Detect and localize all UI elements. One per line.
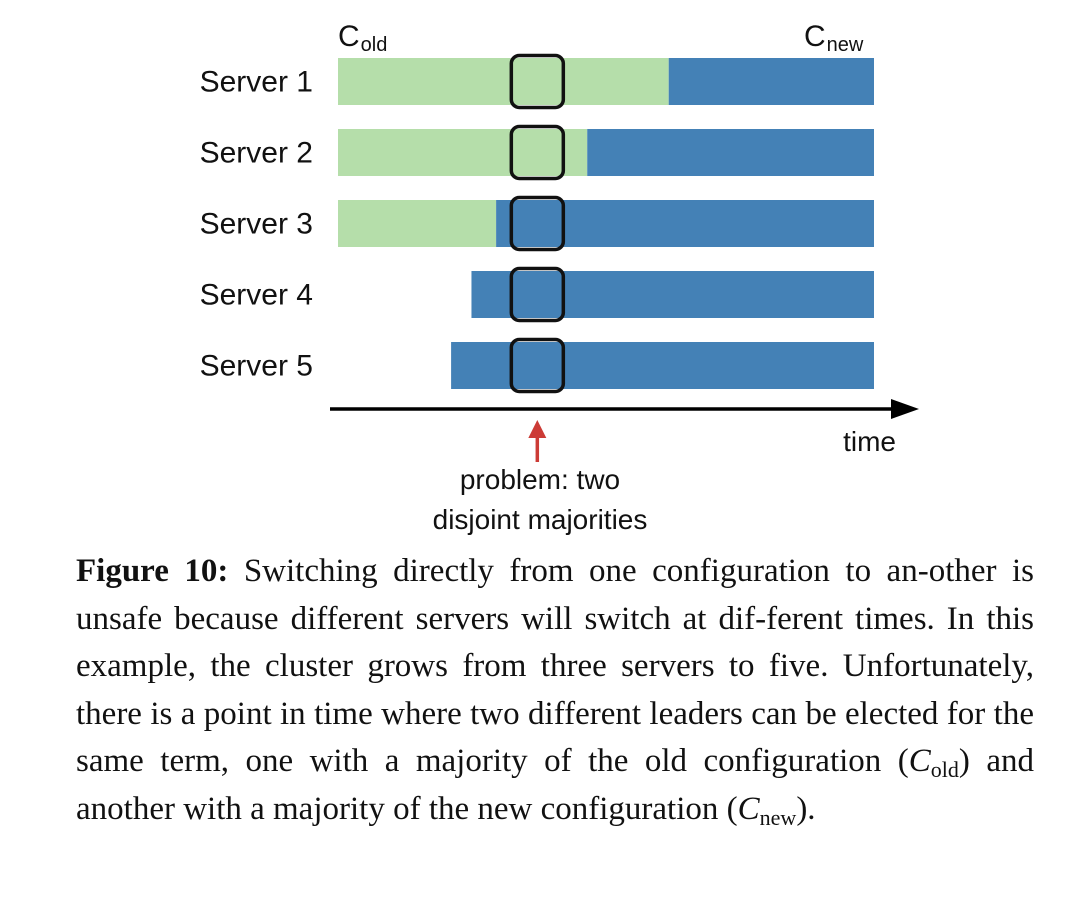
server-1-new-config-bar: [668, 58, 874, 105]
server-3-old-config-bar: [338, 200, 497, 247]
problem-box-server-3: [509, 195, 566, 252]
caption-text-1: Switching directly from one configuratio…: [76, 553, 1034, 780]
server-label-5: Server 5: [200, 350, 313, 383]
problem-window: [509, 53, 566, 394]
problem-box-server-2: [509, 124, 566, 181]
c-new-symbol: Cnew: [737, 790, 797, 830]
problem-label-line-1: problem: two: [460, 464, 620, 495]
c-old-symbol: Cold: [908, 743, 959, 783]
problem-label-line-2: disjoint majorities: [433, 504, 648, 535]
server-row-2: Server 2: [200, 129, 874, 176]
server-5-new-config-bar: [451, 342, 874, 389]
server-4-new-config-bar: [471, 271, 874, 318]
figure-caption: Figure 10: Switching directly from one c…: [76, 548, 1034, 834]
server-row-3: Server 3: [200, 200, 874, 247]
server-3-new-config-bar: [496, 200, 874, 247]
config-old-label: Cold: [338, 20, 387, 56]
server-label-2: Server 2: [200, 137, 313, 170]
problem-box-server-4: [509, 266, 566, 323]
problem-box-server-5: [509, 337, 566, 394]
server-2-new-config-bar: [587, 129, 874, 176]
time-axis-label: time: [843, 426, 896, 457]
caption-text-3: ).: [796, 790, 816, 827]
server-rows: Server 1 Server 2 Server 3 Server 4 Server 5: [200, 58, 874, 389]
server-label-1: Server 1: [200, 66, 313, 99]
time-axis: time: [330, 399, 919, 457]
server-row-4: Server 4: [200, 271, 874, 318]
config-new-label: Cnew: [804, 20, 864, 56]
server-row-1: Server 1: [200, 58, 874, 105]
time-axis-arrowhead: [891, 399, 919, 419]
server-2-old-config-bar: [338, 129, 588, 176]
server-row-5: Server 5: [200, 342, 874, 389]
problem-arrow-head: [528, 420, 547, 438]
caption-text-2: ) and another with a majority of the new…: [76, 743, 1034, 827]
figure-label: Figure 10:: [76, 553, 229, 589]
server-label-4: Server 4: [200, 279, 313, 312]
server-1-old-config-bar: [338, 58, 669, 105]
problem-arrow: [528, 420, 547, 462]
problem-box-server-1: [509, 53, 566, 110]
server-label-3: Server 3: [200, 208, 313, 241]
